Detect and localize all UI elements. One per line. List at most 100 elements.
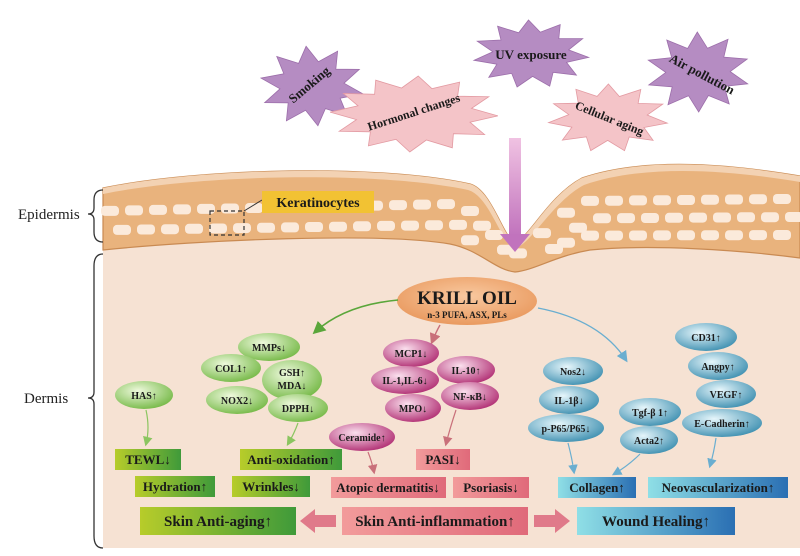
- arrow-krill-to-inflammation: [429, 324, 441, 345]
- svg-text:E-Cadherin↑: E-Cadherin↑: [694, 419, 750, 430]
- angpy-oval: Angpy↑: [688, 352, 748, 380]
- krill-oil-components: n-3 PUFA, ASX, PLs: [427, 310, 507, 320]
- arrow-p65-to-collagen: [567, 442, 578, 475]
- keratinocyte-label: Keratinocytes: [276, 196, 360, 211]
- svg-text:Tgf-β 1↑: Tgf-β 1↑: [632, 408, 668, 419]
- svg-text:Angpy↑: Angpy↑: [701, 362, 734, 373]
- keratinocyte-cell: [389, 200, 407, 211]
- keratinocyte-cell: [125, 205, 143, 216]
- keratinocyte-cell: [605, 230, 623, 241]
- skin-anti-aging-box: Skin Anti-aging↑: [140, 507, 296, 535]
- keratinocyte-cell: [113, 224, 131, 235]
- svg-text:Collagen↑: Collagen↑: [569, 480, 625, 495]
- mmps-oval: MMPs↓: [238, 333, 300, 361]
- gsh-mda-oval: GSH↑ MDA↓: [262, 360, 322, 400]
- keratinocyte-pointer: [243, 199, 263, 212]
- keratinocyte-cell: [161, 224, 179, 235]
- svg-text:NOX2↓: NOX2↓: [221, 396, 253, 407]
- uv-label: UV exposure: [495, 47, 567, 62]
- keratinocyte-cell: [629, 195, 647, 206]
- keratinocyte-cell: [449, 219, 467, 230]
- krill-oil-node: [397, 277, 537, 325]
- has-oval: HAS↑: [115, 381, 173, 409]
- wrinkles-box: Wrinkles↓: [232, 476, 310, 497]
- col1-oval: COL1↑: [201, 354, 261, 382]
- keratinocyte-cell: [629, 230, 647, 241]
- keratinocyte-cell: [725, 230, 743, 241]
- keratinocyte-cell: [305, 222, 323, 232]
- mpo-oval: MPO↓: [385, 394, 441, 422]
- keratinocyte-cell: [377, 220, 395, 231]
- skin-anti-inflammation-box: Skin Anti-inflammation↑: [342, 507, 528, 535]
- keratinocyte-cell: [461, 235, 479, 246]
- svg-text:Anti-oxidation↑: Anti-oxidation↑: [247, 452, 334, 467]
- svg-text:GSH↑: GSH↑: [279, 368, 305, 379]
- keratinocyte-cell: [257, 222, 275, 233]
- dermis-bracket: [87, 253, 104, 549]
- tewl-box: TEWL↓: [115, 449, 181, 470]
- antioxidation-box: Anti-oxidation↑: [240, 449, 342, 470]
- nfkb-oval: NF-κB↓: [441, 382, 499, 410]
- keratinocyte-marker-box: [209, 210, 245, 236]
- svg-text:DPPH↓: DPPH↓: [282, 404, 314, 415]
- keratinocyte-cell: [569, 222, 587, 233]
- arrow-to-wound-healing: [534, 509, 570, 533]
- ceramide-oval: Ceramide↑: [329, 423, 395, 451]
- wound-healing-box: Wound Healing↑: [577, 507, 735, 535]
- keratinocyte-cell: [677, 230, 695, 241]
- cellular-aging-starburst: [547, 83, 669, 152]
- dermis-label: Dermis: [24, 391, 68, 407]
- epidermis-top-layer: [103, 164, 800, 248]
- keratinocyte-cell: [461, 206, 479, 216]
- svg-text:Wrinkles↓: Wrinkles↓: [242, 479, 300, 494]
- svg-text:VEGF↑: VEGF↑: [710, 390, 743, 401]
- keratinocyte-cell: [581, 195, 599, 206]
- keratinocyte-cell: [689, 212, 707, 223]
- arrow-to-anti-aging: [300, 509, 336, 533]
- keratinocyte-cell: [785, 212, 800, 222]
- dpph-oval: DPPH↓: [268, 394, 328, 422]
- svg-text:NF-κB↓: NF-κB↓: [453, 392, 487, 403]
- keratinocyte-cell: [437, 199, 455, 210]
- keratinocyte-cell: [749, 230, 767, 241]
- hydration-box: Hydration↑: [135, 476, 215, 497]
- pasi-box: PASI↓: [416, 449, 470, 470]
- svg-text:CD31↑: CD31↑: [691, 333, 720, 344]
- keratinocyte-cell: [641, 213, 659, 223]
- uv-starburst: [472, 19, 591, 88]
- nox2-oval: NOX2↓: [206, 386, 268, 414]
- smoking-starburst: [259, 45, 365, 127]
- keratinocyte-cell: [653, 195, 671, 206]
- arrow-krill-to-wound: [537, 307, 628, 363]
- keratinocyte-cell: [557, 207, 575, 218]
- keratinocyte-cell: [197, 203, 215, 214]
- arrow-acta2-to-collagen: [611, 453, 641, 476]
- keratinocyte-cell: [485, 230, 503, 240]
- arrow-nfkb-to-pasi: [443, 409, 457, 447]
- svg-text:Skin Anti-aging↑: Skin Anti-aging↑: [164, 514, 272, 530]
- mcp1-oval: MCP1↓: [383, 339, 439, 367]
- keratinocyte-cell: [701, 230, 719, 241]
- svg-text:TEWL↓: TEWL↓: [125, 452, 171, 467]
- keratinocyte-cell: [413, 199, 431, 210]
- p65-oval: p-P65/P65↓: [528, 414, 604, 442]
- keratinocyte-cell: [281, 222, 299, 233]
- keratinocyte-cell: [245, 203, 263, 213]
- il1-il6-oval: IL-1,IL-6↓: [371, 366, 439, 394]
- keratinocyte-cell: [773, 194, 791, 204]
- keratinocyte-label-bg: [262, 191, 374, 213]
- psoriasis-box: Psoriasis↓: [453, 477, 529, 498]
- keratinocyte-cell: [101, 205, 119, 216]
- keratinocyte-cell: [725, 194, 743, 205]
- keratinocyte-cell: [533, 228, 551, 239]
- il1b-oval: IL-1β↓: [539, 386, 599, 414]
- keratinocyte-cell: [713, 212, 731, 223]
- keratinocyte-cell: [737, 212, 755, 223]
- svg-text:MMPs↓: MMPs↓: [252, 343, 286, 354]
- keratinocyte-cell: [473, 220, 491, 231]
- svg-text:Atopic dermatitis↓: Atopic dermatitis↓: [336, 480, 440, 495]
- svg-text:p-P65/P65↓: p-P65/P65↓: [542, 424, 591, 435]
- keratinocyte-cell: [329, 221, 347, 232]
- keratinocyte-cell: [185, 223, 203, 234]
- vegf-oval: VEGF↑: [696, 380, 756, 408]
